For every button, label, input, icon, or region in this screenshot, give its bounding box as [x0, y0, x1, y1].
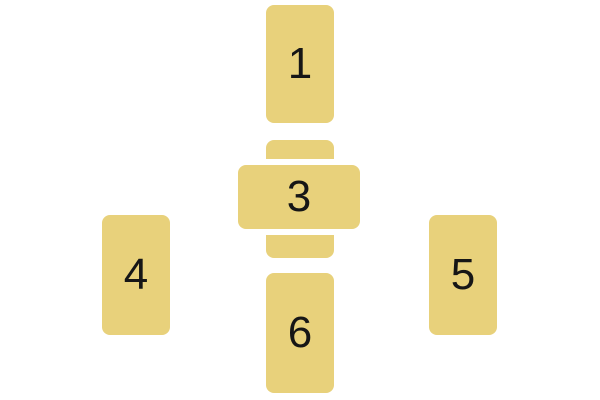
card-3-label: 3 — [286, 172, 312, 221]
card-5[interactable]: 5 — [429, 215, 497, 335]
card-5-label: 5 — [450, 250, 476, 299]
card-6-label: 6 — [287, 308, 313, 357]
card-3[interactable]: 3 — [238, 165, 360, 229]
card-4[interactable]: 4 — [102, 215, 170, 335]
card-6[interactable]: 6 — [266, 273, 334, 393]
card-1[interactable]: 1 — [266, 5, 334, 123]
card-4-label: 4 — [123, 250, 149, 299]
card-1-label: 1 — [287, 39, 313, 88]
